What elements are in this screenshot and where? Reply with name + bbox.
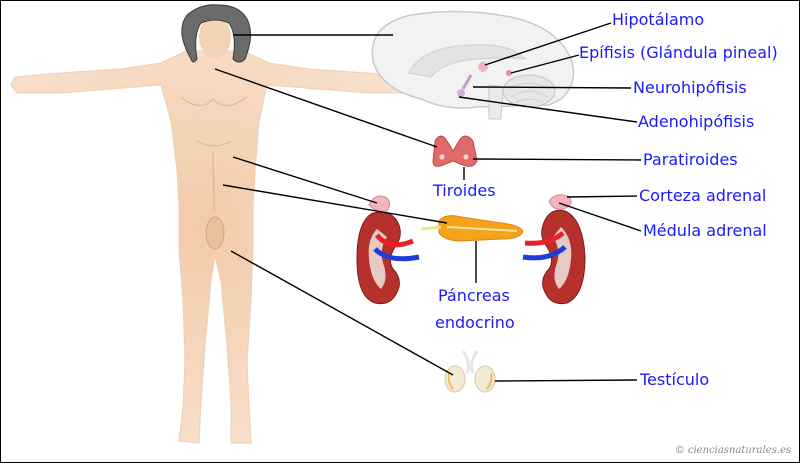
duodenum-stub	[420, 225, 442, 231]
line-testiculo	[494, 379, 638, 382]
label-testiculo: Testículo	[640, 370, 710, 389]
line-chest-adrenal	[232, 156, 378, 204]
label-hipotalamo: Hipotálamo	[612, 10, 705, 29]
line-abdomen-pancreas	[222, 184, 448, 224]
kidney-left-artery	[375, 233, 414, 248]
testis-right-detail	[486, 372, 493, 390]
line-paratiroides	[472, 158, 642, 161]
label-neurohipofisis: Neurohipófisis	[633, 78, 747, 97]
label-epifisis: Epífisis (Glándula pineal)	[579, 43, 778, 62]
line-neurohipofisis	[472, 86, 632, 89]
pancreas	[420, 215, 524, 242]
line-hipotalamo	[484, 22, 612, 66]
kidney-left-inner	[368, 229, 387, 289]
parathyroid-2	[463, 154, 469, 160]
parathyroid-1	[439, 154, 445, 160]
kidney-left-vein	[373, 247, 420, 262]
label-medula-adrenal: Médula adrenal	[643, 221, 767, 240]
credit-watermark: © cienciasnaturales.es	[674, 445, 791, 456]
label-pancreas-line2: endocrino	[435, 313, 515, 332]
line-adenohipofisis	[458, 96, 638, 123]
hypothalamus-spot	[478, 62, 488, 72]
leader-lines	[214, 22, 642, 382]
label-pancreas-line1: Páncreas	[438, 286, 510, 305]
thyroid-shape	[432, 135, 478, 167]
hair	[181, 4, 251, 63]
genital-area	[205, 216, 225, 250]
testis-left-detail	[447, 372, 454, 390]
pineal-spot	[506, 70, 512, 76]
human-body	[10, 4, 418, 444]
testes	[444, 350, 496, 393]
kidney-right-inner	[553, 227, 572, 289]
label-tiroides: Tiroides	[433, 181, 496, 200]
brain-corpus	[408, 44, 527, 78]
kidney-right-vein	[522, 245, 567, 261]
label-corteza-adrenal: Corteza adrenal	[639, 186, 767, 205]
line-epifisis	[510, 54, 580, 74]
kidney-left	[356, 195, 420, 305]
seminal-ducts	[461, 350, 479, 374]
line-groin-testis	[230, 250, 454, 376]
thyroid-gland	[432, 135, 478, 167]
label-adenohipofisis: Adenohipófisis	[638, 112, 755, 131]
pituitary-gland	[457, 89, 465, 97]
chest-contour	[180, 96, 248, 212]
line-medula-adrenal	[558, 202, 642, 232]
pancreatic-duct	[446, 226, 518, 232]
brain	[371, 10, 575, 120]
face	[199, 15, 231, 59]
line-neck-thyroid	[214, 68, 438, 148]
pituitary-stalk	[461, 74, 473, 90]
kidney-right	[522, 194, 586, 305]
adrenal-left	[368, 195, 391, 212]
label-paratiroides: Paratiroides	[643, 150, 738, 169]
kidney-right-artery	[524, 231, 565, 246]
line-corteza-adrenal	[566, 195, 638, 198]
